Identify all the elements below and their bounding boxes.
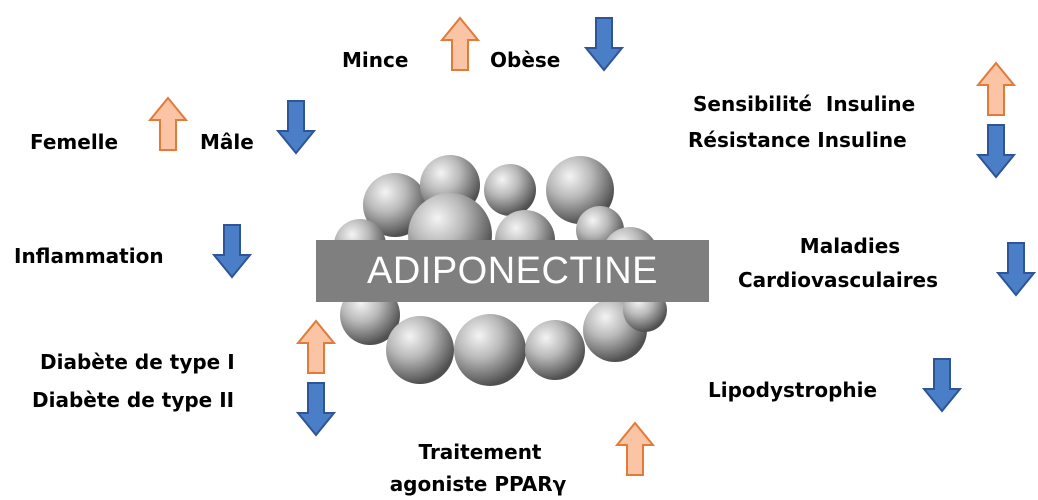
label-sensibilite-insuline: Sensibilité Insuline [693, 92, 916, 116]
down-arrow-icon [996, 241, 1036, 297]
down-arrow-icon [976, 123, 1016, 179]
up-arrow-icon [440, 16, 480, 72]
down-arrow-icon [276, 99, 316, 155]
up-arrow-icon [148, 96, 188, 152]
down-arrow-icon [296, 381, 336, 437]
label-resistance-insuline: Résistance Insuline [688, 128, 907, 152]
label-diabete-type-2: Diabète de type II [32, 388, 235, 412]
label-femelle: Femelle [30, 130, 119, 154]
label-mince: Mince [342, 48, 409, 72]
up-arrow-icon [615, 421, 655, 477]
label-male: Mâle [200, 130, 254, 154]
label-obese: Obèse [490, 48, 561, 72]
down-arrow-icon [584, 16, 624, 72]
label-inflammation: Inflammation [14, 244, 164, 268]
up-arrow-icon [976, 61, 1016, 117]
adiponectine-title-bar: ADIPONECTINE [316, 240, 709, 302]
down-arrow-icon [922, 357, 962, 413]
label-maladies: Maladies [799, 234, 901, 258]
label-agoniste-ppar: agoniste PPARγ [389, 472, 567, 496]
up-arrow-icon [296, 319, 336, 375]
down-arrow-icon [212, 223, 252, 279]
label-traitement: Traitement [418, 440, 542, 464]
adiponectine-title: ADIPONECTINE [366, 249, 659, 292]
label-lipodystrophie: Lipodystrophie [708, 378, 878, 402]
label-diabete-type-1: Diabète de type I [40, 350, 235, 374]
label-cardiovasculaires: Cardiovasculaires [738, 268, 939, 292]
